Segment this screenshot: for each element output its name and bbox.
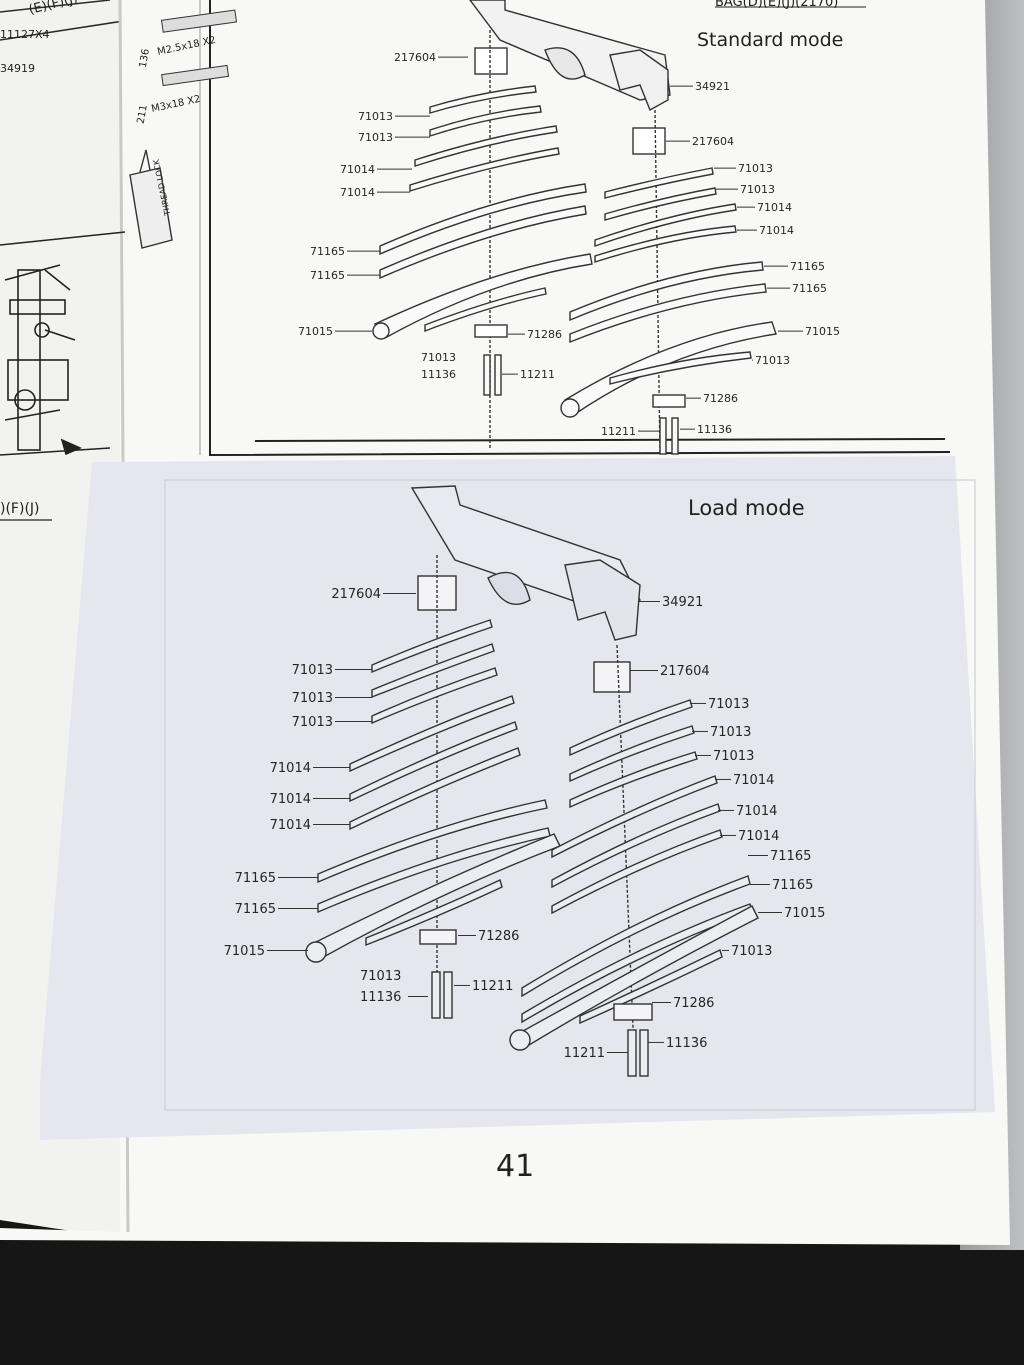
load-mode-insert xyxy=(40,456,995,1140)
std-left-label-0: 217604 xyxy=(394,51,436,64)
load-left-label-12: 11211 xyxy=(472,979,513,994)
std-right-label-10: 71286 xyxy=(703,392,738,405)
load-right-label-4: 71013 xyxy=(713,749,754,764)
std-left-label-6: 71165 xyxy=(310,269,345,282)
std-left-label-5: 71165 xyxy=(310,245,345,258)
load-left-label-10: 71013 xyxy=(360,969,401,984)
left-page-content: (E)(F)(J) 11127X4 34919 )(F)(J) 136 M2.5… xyxy=(0,0,238,521)
standard-mode-diagram xyxy=(372,0,777,456)
load-mode-labels: 217604 71013 71013 71013 71014 71014 71014 7116… xyxy=(224,587,826,1061)
load-left-label-3: 71013 xyxy=(292,715,333,730)
load-left-label-9: 71015 xyxy=(224,944,265,959)
bag-code: BAG(D)(E)(J)(2170) xyxy=(715,0,838,10)
std-right-label-11: 11211 xyxy=(601,425,636,438)
load-left-label-2: 71013 xyxy=(292,691,333,706)
load-right-label-0: 34921 xyxy=(662,595,703,610)
load-right-label-9: 71165 xyxy=(772,878,813,893)
part-34919: 34919 xyxy=(0,62,35,75)
std-left-label-9: 11136 xyxy=(421,368,456,381)
std-right-label-5: 71014 xyxy=(759,224,794,237)
part-11127: 11127X4 xyxy=(0,28,50,41)
load-left-label-5: 71014 xyxy=(270,792,311,807)
standard-mode-labels: 217604 71013 71013 71014 71014 71165 71165 7101… xyxy=(298,51,840,438)
std-left-label-10: 11211 xyxy=(520,368,555,381)
load-left-label-11: 11136 xyxy=(360,990,401,1005)
std-left-label-7: 71015 xyxy=(298,325,333,338)
std-right-label-0: 34921 xyxy=(695,80,730,93)
std-left-label-2: 71013 xyxy=(358,131,393,144)
std-left-label-3: 71014 xyxy=(340,163,375,176)
std-right-label-9: 71013 xyxy=(755,354,790,367)
standard-mode-title: Standard mode xyxy=(697,29,843,51)
screw-a-code: 136 xyxy=(138,48,152,69)
std-right-label-12: 11136 xyxy=(697,423,732,436)
thread-lock-icon xyxy=(129,149,173,249)
std-right-label-4: 71014 xyxy=(757,201,792,214)
load-right-label-8: 71165 xyxy=(770,849,811,864)
std-right-label-7: 71165 xyxy=(792,282,827,295)
load-mode-title: Load mode xyxy=(688,496,805,520)
std-right-label-3: 71013 xyxy=(740,183,775,196)
page-number: 41 xyxy=(496,1149,534,1184)
std-left-label-8: 71013 xyxy=(421,351,456,364)
std-right-label-6: 71165 xyxy=(790,260,825,273)
load-left-label-4: 71014 xyxy=(270,761,311,776)
load-left-label-6: 71014 xyxy=(270,818,311,833)
load-right-label-7: 71014 xyxy=(738,829,779,844)
std-right-label-1: 217604 xyxy=(692,135,734,148)
standard-box xyxy=(209,0,951,457)
std-left-label-11: 71286 xyxy=(527,328,562,341)
screw-b-code: 211 xyxy=(136,104,150,125)
load-right-label-6: 71014 xyxy=(736,804,777,819)
load-right-label-3: 71013 xyxy=(710,725,751,740)
std-right-label-2: 71013 xyxy=(738,162,773,175)
load-right-label-11: 71013 xyxy=(731,944,772,959)
load-right-label-2: 71013 xyxy=(708,697,749,712)
load-right-label-14: 11136 xyxy=(666,1036,707,1051)
load-left-label-13: 71286 xyxy=(478,929,519,944)
load-right-label-13: 11211 xyxy=(564,1046,605,1061)
load-left-label-8: 71165 xyxy=(235,902,276,917)
load-right-label-1: 217604 xyxy=(660,664,710,679)
load-right-label-10: 71015 xyxy=(784,906,825,921)
load-left-label-1: 71013 xyxy=(292,663,333,678)
load-right-label-5: 71014 xyxy=(733,773,774,788)
load-mode-diagram xyxy=(305,485,759,1077)
std-left-label-1: 71013 xyxy=(358,110,393,123)
std-right-label-8: 71015 xyxy=(805,325,840,338)
bag-label-mid: )(F)(J) xyxy=(0,501,40,517)
load-left-label-7: 71165 xyxy=(235,871,276,886)
load-left-label-0: 217604 xyxy=(331,587,381,602)
std-left-label-4: 71014 xyxy=(340,186,375,199)
load-right-label-12: 71286 xyxy=(673,996,714,1011)
